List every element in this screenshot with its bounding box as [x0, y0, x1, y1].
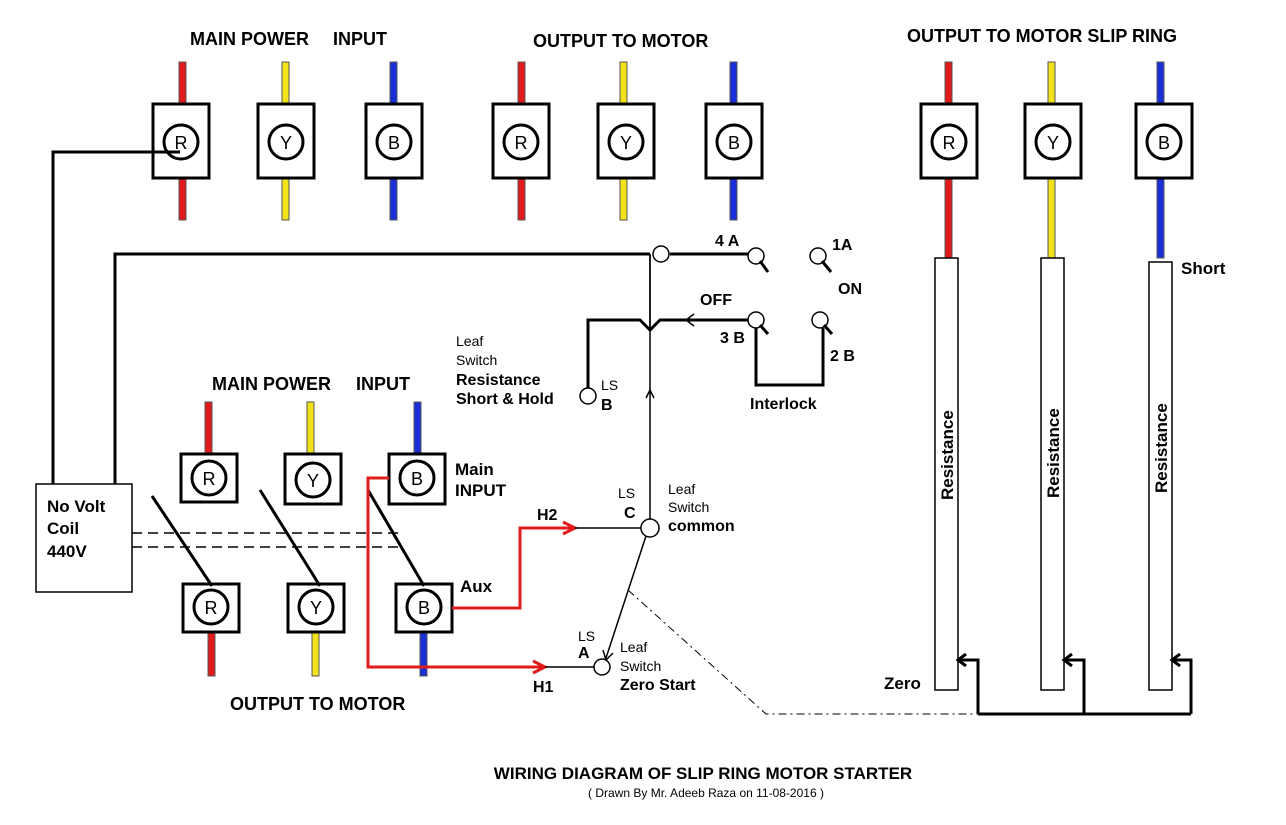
label-zero-start: Zero Start [620, 677, 696, 694]
resistance-bar-r [934, 257, 959, 691]
label-main-input: INPUT [455, 481, 507, 500]
resistance-bar-b [1148, 261, 1173, 691]
label-short-hold: Short & Hold [456, 391, 554, 408]
label-ls-c: LS [618, 485, 635, 501]
label-h2: H2 [537, 507, 558, 524]
label-switch-a: Switch [620, 658, 661, 674]
contactor: R Y B R Y B [150, 401, 454, 677]
terminal-r-label: R [943, 133, 956, 153]
label-output-slip-ring: OUTPUT TO MOTOR SLIP RING [907, 26, 1177, 46]
label-main-power-top: MAIN POWER [190, 29, 309, 49]
wire-h2 [452, 526, 575, 610]
label-h1: H1 [533, 679, 554, 696]
coil-line-1: No Volt [47, 497, 106, 516]
label-short: Short [1181, 259, 1226, 278]
resistance-label-b: Resistance [1152, 403, 1171, 493]
terminal-y-label: Y [307, 471, 319, 491]
label-common: common [668, 518, 735, 535]
label-a: A [578, 645, 590, 662]
coil-line-3: 440V [47, 542, 87, 561]
top-wire-stubs [178, 61, 1165, 259]
label-2b: 2 B [830, 348, 855, 365]
label-4a: 4 A [715, 233, 740, 250]
label-main-power-mid: MAIN POWER [212, 374, 331, 394]
coil-line-2: Coil [47, 519, 79, 538]
control-switches [579, 245, 834, 676]
terminal-r-main-in [151, 102, 211, 180]
label-switch-b: Switch [456, 352, 497, 368]
terminal-y-label: Y [620, 133, 632, 153]
no-volt-coil [35, 483, 133, 593]
label-input-top: INPUT [333, 29, 387, 49]
label-switch-c: Switch [668, 499, 709, 515]
wire-coil-return [113, 252, 650, 484]
diagram-credit: ( Drawn By Mr. Adeeb Raza on 11-08-2016 … [588, 786, 824, 800]
terminal-b-label: B [1158, 133, 1170, 153]
resistance-bank: Resistance Resistance Resistance [934, 257, 1193, 716]
terminal-b-label: B [728, 133, 740, 153]
label-c: C [624, 505, 636, 522]
label-main: Main [455, 460, 494, 479]
label-input-mid: INPUT [356, 374, 410, 394]
wire-coil-supply [51, 150, 180, 484]
terminal-r-label: R [175, 133, 188, 153]
resistance-bar-y [1040, 257, 1065, 691]
label-resistance-short: Resistance [456, 372, 541, 389]
mechanical-link [627, 589, 978, 715]
terminal-b-label: B [411, 469, 423, 489]
label-interlock: Interlock [750, 396, 817, 413]
label-zero: Zero [884, 674, 921, 693]
terminal-r-label: R [205, 598, 218, 618]
label-ls-a: LS [578, 628, 595, 644]
label-3b: 3 B [720, 330, 745, 347]
label-output-to-motor-bottom: OUTPUT TO MOTOR [230, 694, 405, 714]
terminal-r-label: R [515, 133, 528, 153]
label-ls-b: LS [601, 377, 618, 393]
terminal-y-label: Y [1047, 133, 1059, 153]
label-output-to-motor-top: OUTPUT TO MOTOR [533, 31, 708, 51]
terminal-y-label: Y [280, 133, 292, 153]
label-leaf-b: Leaf [456, 333, 483, 349]
resistance-label-r: Resistance [938, 410, 957, 500]
wire-h1 [366, 476, 545, 669]
terminal-r-label: R [203, 469, 216, 489]
terminal-b-label: B [388, 133, 400, 153]
terminal-b-label: B [418, 598, 430, 618]
label-on: ON [838, 281, 862, 298]
terminal-y-label: Y [310, 598, 322, 618]
label-off: OFF [700, 292, 732, 309]
label-leaf-a: Leaf [620, 639, 647, 655]
diagram-title: WIRING DIAGRAM OF SLIP RING MOTOR STARTE… [494, 764, 912, 783]
label-b: B [601, 397, 613, 414]
label-leaf-c: Leaf [668, 481, 695, 497]
label-1a: 1A [832, 237, 853, 254]
resistance-label-y: Resistance [1044, 408, 1063, 498]
top-terminal-row: R Y B R Y B R Y B [151, 61, 1194, 259]
label-aux: Aux [460, 577, 493, 596]
